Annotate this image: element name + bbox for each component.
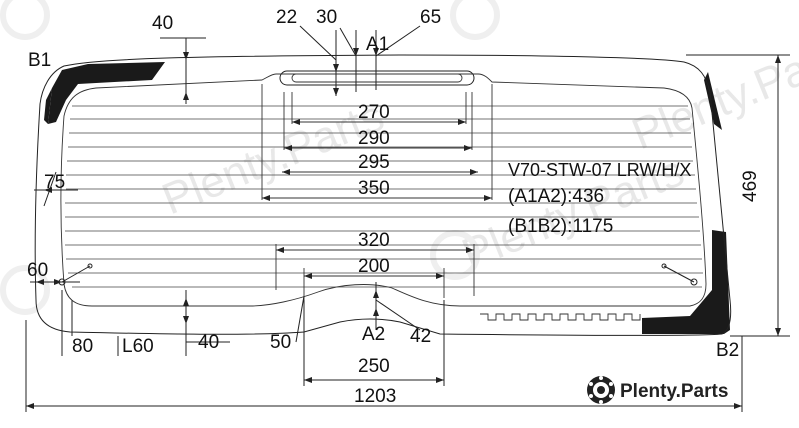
dimension-labels: 40 22 30 65 A1 B1 469 270 290 295 350 32… xyxy=(27,7,761,407)
connector-terminal-icon xyxy=(690,278,698,286)
dim-width-1203: 1203 xyxy=(354,386,396,407)
arrowhead xyxy=(54,279,62,285)
watermark-ring-icon xyxy=(0,0,50,40)
point-a1-label: A1 xyxy=(366,34,389,55)
model-code-label: V70-STW-07 LRW/H/X xyxy=(508,160,691,180)
arrowhead xyxy=(36,279,44,285)
arrowhead xyxy=(466,247,474,253)
inner-dimension-lines xyxy=(261,84,493,300)
dimension-arrowheads xyxy=(26,48,781,409)
arrowhead xyxy=(284,145,292,151)
corner-frit-left-edge xyxy=(44,88,52,124)
outer-dimension-lines xyxy=(25,25,790,412)
dim-bottom-40: 40 xyxy=(198,332,219,353)
arrowhead xyxy=(333,88,339,96)
arrowhead xyxy=(44,187,52,193)
arrowhead xyxy=(775,328,781,336)
dim-295: 295 xyxy=(358,152,390,173)
arrowhead xyxy=(734,403,742,409)
dim-290: 290 xyxy=(358,128,390,149)
watermark-ring-icon xyxy=(0,265,50,315)
bottom-serration xyxy=(480,313,641,321)
arrowhead xyxy=(353,48,359,56)
arrowhead xyxy=(373,48,379,56)
brand-text: Plenty.Parts xyxy=(620,381,728,402)
area-a1a2-label: (A1A2):436 xyxy=(508,186,604,207)
arrowhead xyxy=(183,92,189,100)
arrowhead xyxy=(183,52,189,60)
arrowhead xyxy=(262,195,270,201)
area-b1b2-label: (B1B2):1175 xyxy=(508,216,613,237)
point-b1-label: B1 xyxy=(28,50,51,71)
dim-bottom-80: 80 xyxy=(72,336,93,357)
dim-bottom-42: 42 xyxy=(410,326,431,347)
dim-270: 270 xyxy=(358,102,390,123)
arrowhead xyxy=(436,377,444,383)
dim-350: 350 xyxy=(358,178,390,199)
arrowhead xyxy=(304,273,312,279)
watermark-ring-icon xyxy=(450,0,500,40)
connector-right xyxy=(661,263,698,286)
arrowhead xyxy=(436,273,444,279)
dim-bottom-l60: L60 xyxy=(122,336,154,357)
dim-top-40: 40 xyxy=(152,13,173,34)
corner-frit-bottom-right xyxy=(642,230,730,334)
corner-frit-top-left xyxy=(48,62,165,124)
arrowhead xyxy=(484,195,492,201)
dim-200: 200 xyxy=(358,256,390,277)
arrowhead xyxy=(373,290,379,298)
arrowhead xyxy=(464,145,472,151)
glass-outer-outline xyxy=(34,54,732,336)
arrowhead xyxy=(458,119,466,125)
arrowhead xyxy=(304,377,312,383)
arrowhead xyxy=(276,247,284,253)
point-b2-label: B2 xyxy=(716,340,739,361)
watermark-text-1: Plenty.Parts xyxy=(155,91,390,224)
faded-watermark: Plenty.Parts Plenty.Parts Plenty.Parts xyxy=(0,0,799,315)
arrowhead xyxy=(26,403,34,409)
arrowhead xyxy=(183,298,189,306)
arrowhead xyxy=(183,316,189,324)
defroster-grid xyxy=(65,105,703,288)
dim-left-75: 75 xyxy=(44,172,65,193)
dim-250: 250 xyxy=(358,356,390,377)
arrowhead xyxy=(373,308,379,316)
arrowhead xyxy=(292,119,300,125)
brake-light-inner xyxy=(291,73,463,83)
dim-320: 320 xyxy=(358,230,390,251)
arrowhead xyxy=(470,169,478,175)
dim-top-30: 30 xyxy=(316,7,337,28)
arrowhead xyxy=(282,169,290,175)
arrowhead xyxy=(775,55,781,63)
brand-watermark: Plenty.Parts xyxy=(587,376,728,404)
dim-bottom-50: 50 xyxy=(270,332,291,353)
dim-top-22: 22 xyxy=(276,7,297,28)
dim-left-60: 60 xyxy=(27,260,48,281)
arrowhead xyxy=(333,64,339,72)
dim-top-65: 65 xyxy=(420,7,441,28)
dim-height-469: 469 xyxy=(740,170,761,202)
point-a2-label: A2 xyxy=(362,324,385,345)
brake-light-outline xyxy=(279,70,475,86)
watermark-ring-icon xyxy=(430,230,480,280)
